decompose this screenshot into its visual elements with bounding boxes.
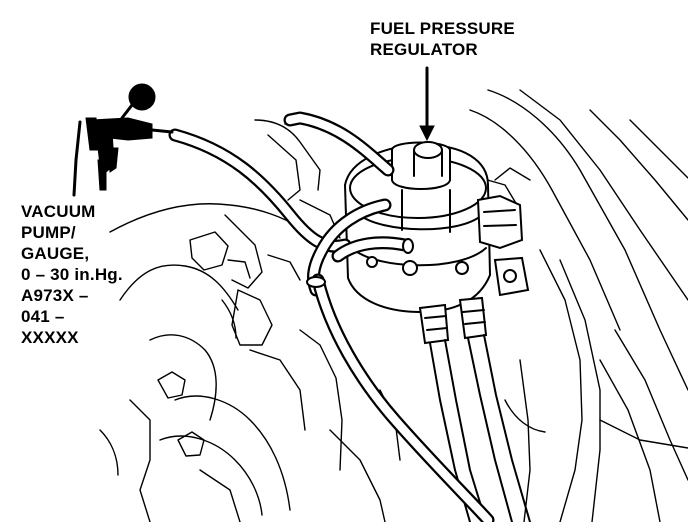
fuel-pressure-regulator-label: FUEL PRESSURE REGULATOR — [370, 18, 515, 60]
pump-label-line-4: 0 – 30 in.Hg. — [21, 265, 123, 284]
vacuum-pump-gauge-label: VACUUM PUMP/ GAUGE, 0 – 30 in.Hg. A973X … — [21, 201, 123, 348]
regulator-label-line-2: REGULATOR — [370, 40, 478, 59]
pump-label-line-2: PUMP/ — [21, 223, 76, 242]
engine-background — [99, 89, 688, 522]
pump-label-line-5: A973X – — [21, 286, 89, 305]
pump-label-line-7: XXXXX — [21, 328, 79, 347]
regulator-callout-arrow — [419, 66, 435, 142]
fuel-pressure-regulator — [343, 141, 492, 314]
vacuum-pump-gauge — [72, 83, 174, 197]
regulator-label-line-1: FUEL PRESSURE — [370, 19, 515, 38]
pump-label-line-1: VACUUM — [21, 202, 96, 221]
pump-label-line-6: 041 – — [21, 307, 65, 326]
pump-label-line-3: GAUGE, — [21, 244, 90, 263]
vacuum-hoses — [168, 111, 495, 522]
